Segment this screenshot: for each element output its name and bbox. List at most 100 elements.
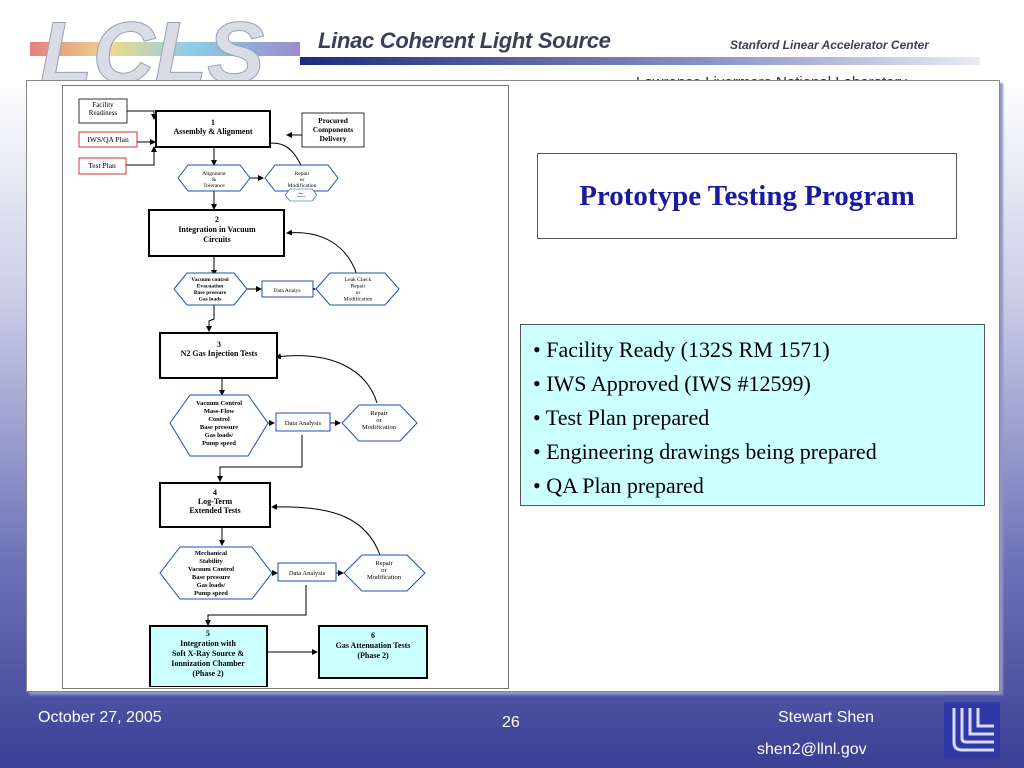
flow-label-line: Log-Term	[198, 497, 233, 506]
flow-label-line: (Phase 2)	[192, 669, 224, 678]
svg-text:3N2 Gas Injection Tests: 3N2 Gas Injection Tests	[181, 340, 258, 358]
status-item: • Test Plan prepared	[533, 405, 710, 430]
flow-label-line: (Phase 2)	[357, 651, 389, 660]
flow-label-line: Evacuation	[197, 284, 224, 290]
svg-text:Data Analysis: Data Analysis	[285, 420, 322, 427]
flow-label-line: Integration in Vacuum	[178, 225, 256, 234]
data-analysis-box-2: Data Analysis	[275, 412, 331, 432]
flow-label-line: Gas loads/	[197, 582, 226, 589]
footer-date: October 27, 2005	[38, 709, 162, 726]
flow-label-line: Repair	[351, 284, 366, 290]
page-number: 26	[502, 714, 520, 731]
flow-label-line: Mechanical	[195, 550, 227, 557]
footer-author: Stewart Shen	[778, 709, 875, 726]
flow-label-line: Delivery	[319, 134, 346, 143]
flow-label-line: Data	[299, 192, 305, 195]
lcls-logo: LCLS	[30, 5, 300, 94]
status-item: • Engineering drawings being prepared	[533, 439, 877, 464]
svg-text:Alignment&Tolerance: Alignment&Tolerance	[202, 171, 226, 189]
flow-label-line: Base pressure	[192, 574, 230, 581]
flow-label-line: Assembly & Alignment	[173, 127, 252, 136]
flow-label-line: 4	[213, 488, 217, 497]
flow-label-line: Extended Tests	[189, 506, 240, 515]
flow-label-line: or	[381, 567, 387, 574]
header-bar	[300, 57, 980, 65]
flow-label-line: Control	[208, 416, 230, 423]
flow-label-line: Repair	[295, 171, 310, 177]
svg-text:LCLS: LCLS	[40, 5, 265, 94]
svg-text:Test Plan: Test Plan	[88, 161, 116, 170]
svg-text:Data Analys: Data Analys	[273, 288, 300, 294]
svg-text:IWS/QA Plan: IWS/QA Plan	[87, 135, 129, 144]
flow-label-line: 2	[215, 215, 219, 224]
flow-label-line: Pump speed	[202, 440, 236, 447]
flow-label-line: &	[212, 177, 217, 183]
flow-label-line: 3	[217, 340, 221, 349]
flow-label-line: Base pressure	[194, 290, 227, 296]
status-item: • Facility Ready (132S RM 1571)	[533, 337, 830, 362]
flow-label-line: Repair	[375, 560, 393, 567]
flow-label-line: Repair	[370, 410, 388, 417]
flow-label-line: Vacuum Control	[196, 400, 242, 407]
llnl-logo	[944, 702, 1000, 758]
flow-label-line: Gas Attenuation Tests	[336, 641, 411, 650]
flow-label-line: Modification	[362, 424, 397, 431]
data-analysis-box-3: Data Analysis	[277, 562, 337, 582]
flow-label-line: Mass-Flow	[204, 408, 235, 415]
flow-label-line: Modification	[367, 574, 402, 581]
flow-label-line: Alignment	[202, 171, 226, 177]
header-title: Linac Coherent Light Source	[318, 28, 611, 53]
slide-title: Prototype Testing Program	[537, 153, 957, 239]
flow-label-line: 5	[206, 629, 210, 638]
flow-label-line: Modification	[288, 182, 317, 189]
data-analysis-box-1: Data Analys	[261, 280, 314, 298]
footer-email: shen2@llnl.gov	[757, 741, 867, 758]
flow-label-line: Leak Check	[345, 277, 372, 283]
flow-label-line: Analysis	[297, 195, 306, 198]
flow-label-line: 1	[211, 118, 215, 127]
header-org: Stanford Linear Accelerator Center	[730, 38, 929, 52]
status-item: • QA Plan prepared	[533, 473, 704, 498]
status-item: • IWS Approved (IWS #12599)	[533, 371, 811, 396]
flow-label-line: Stability	[199, 558, 223, 565]
flow-label-line: N2 Gas Injection Tests	[181, 349, 258, 358]
status-list: • Facility Ready (132S RM 1571) • IWS Ap…	[520, 324, 985, 506]
flow-label-line: 6	[371, 631, 375, 640]
flow-label-line: Base pressure	[200, 424, 238, 431]
alignment-hex: Alignment&Tolerance	[177, 164, 251, 192]
flow-label-line: Vacuum Control	[188, 566, 234, 573]
flow-label-line: Gas loads	[199, 297, 222, 303]
flow-connectors	[126, 110, 381, 655]
flow-label-line: Soft X-Ray Source &	[172, 649, 244, 658]
flow-label-line: Ionnization Chamber	[171, 659, 245, 668]
